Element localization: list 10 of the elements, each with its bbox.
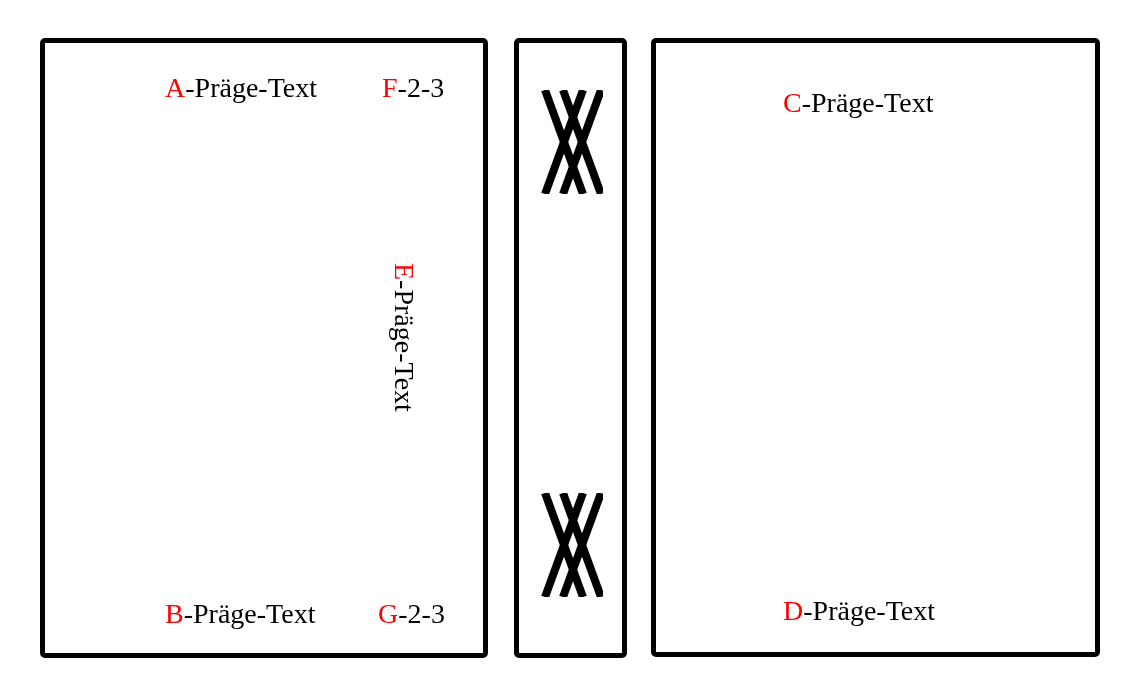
embossing-label: D-Präge-Text [783, 595, 935, 627]
embossing-label: F-2-3 [382, 72, 445, 104]
embossing-label: A-Präge-Text [165, 72, 317, 104]
cover-panel [651, 38, 1100, 657]
cover-panel [514, 38, 627, 658]
embossing-label: G-2-3 [378, 598, 445, 630]
embossing-label: B-Präge-Text [165, 598, 316, 630]
cover-panel [40, 38, 488, 658]
embossing-label: E-Präge-Text [388, 263, 420, 412]
embossing-label: C-Präge-Text [783, 87, 934, 119]
